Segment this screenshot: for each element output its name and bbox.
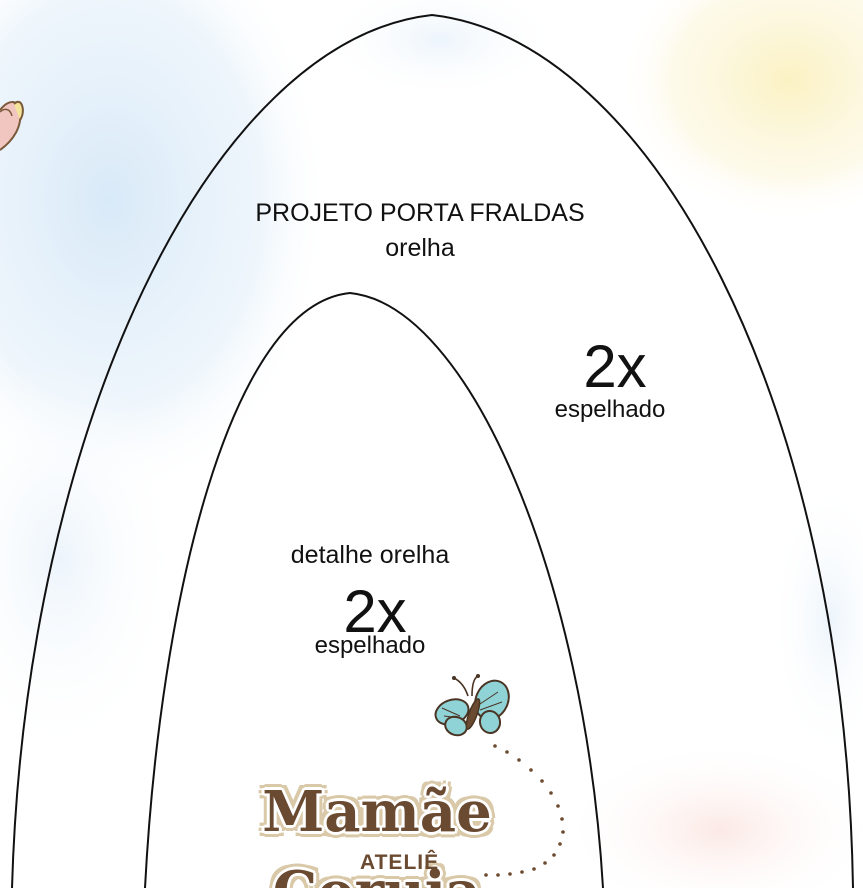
inner-piece-note: espelhado [314, 632, 426, 659]
outer-piece-subtitle: orelha [385, 234, 455, 262]
outer-piece-title: PROJETO PORTA FRALDAS [255, 199, 585, 227]
logo-graphic [434, 674, 565, 877]
flower-decoration-icon [0, 101, 24, 151]
logo-tagline: ATELIÊ [360, 851, 440, 874]
logo-wordmark: Mamãe Coruja [262, 779, 492, 888]
inner-ear-detail-outline [144, 291, 604, 888]
dotted-trail [484, 744, 565, 877]
outer-piece-quantity: 2x [583, 333, 647, 400]
outer-ear-outline [11, 13, 854, 888]
inner-piece-title: detalhe orelha [290, 541, 450, 569]
inner-piece-quantity: 2x [343, 578, 407, 645]
outer-piece-note: espelhado [554, 396, 666, 423]
butterfly-icon [434, 674, 510, 737]
